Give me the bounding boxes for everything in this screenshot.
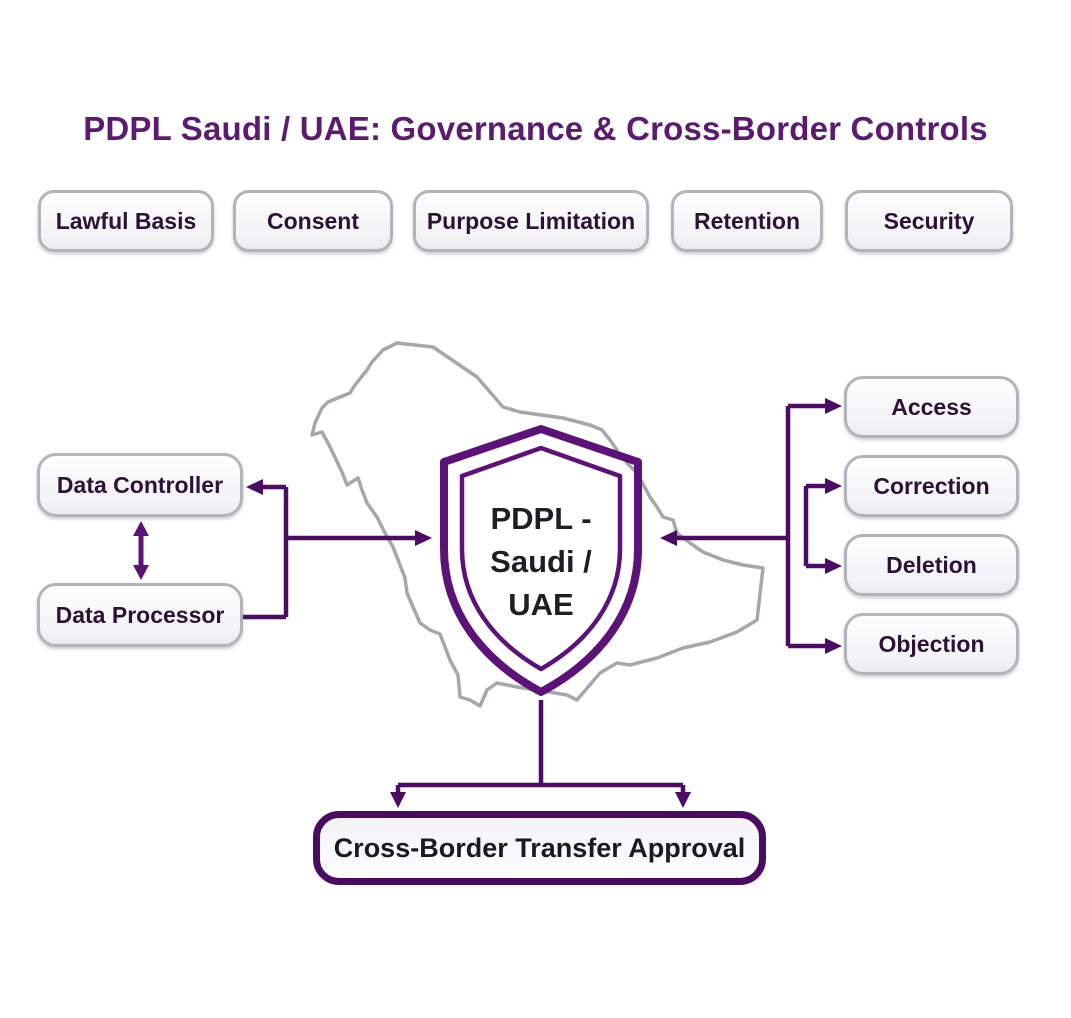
double-arrow-bottom-head-icon — [133, 565, 149, 580]
actor-label: Data Controller — [56, 471, 224, 498]
cross-border-transfer-approval-node: Cross-Border Transfer Approval — [313, 811, 766, 885]
diagram-title: PDPL Saudi / UAE: Governance & Cross-Bor… — [83, 110, 988, 147]
right-label: Objection — [878, 630, 985, 657]
shield-label-line3: UAE — [508, 587, 574, 622]
connector-arrowheads — [133, 398, 842, 808]
right-label: Access — [891, 393, 972, 420]
actor-node-data-controller: Data Controller — [37, 453, 243, 517]
principle-label: Retention — [693, 207, 801, 234]
arrowhead-into-controller-icon — [246, 479, 263, 495]
principle-node-security: Security — [845, 190, 1013, 252]
arrowhead-into-shield-left-icon — [415, 530, 432, 546]
arrowhead-into-objection-icon — [825, 638, 842, 654]
principle-node-consent: Consent — [233, 190, 393, 252]
right-node-correction: Correction — [844, 455, 1019, 517]
shield-inner-outline — [459, 445, 623, 672]
right-label: Correction — [873, 472, 990, 499]
arrowhead-bottom-right-icon — [675, 792, 691, 808]
shield-outer-outline — [440, 425, 642, 696]
right-node-objection: Objection — [844, 613, 1019, 675]
arrowhead-into-shield-right-icon — [660, 530, 677, 546]
principle-label: Security — [883, 207, 975, 234]
principle-node-retention: Retention — [671, 190, 823, 252]
principle-label: Lawful Basis — [55, 207, 197, 234]
principle-node-lawful-basis: Lawful Basis — [38, 190, 214, 252]
arrowhead-into-access-icon — [825, 398, 842, 414]
cross-border-label: Cross-Border Transfer Approval — [333, 832, 746, 863]
arrowhead-bottom-left-icon — [390, 792, 406, 808]
shield-label-line2: Saudi / — [490, 544, 592, 579]
arrowhead-into-deletion-icon — [825, 558, 842, 574]
actor-node-data-processor: Data Processor — [37, 583, 243, 647]
principle-label: Purpose Limitation — [426, 207, 636, 234]
principle-node-purpose-limitation: Purpose Limitation — [413, 190, 649, 252]
right-label: Deletion — [886, 551, 977, 578]
right-node-deletion: Deletion — [844, 534, 1019, 596]
shield-label-line1: PDPL - — [490, 501, 592, 536]
double-arrow-top-head-icon — [133, 521, 149, 536]
arrowhead-into-correction-icon — [825, 478, 842, 494]
right-node-access: Access — [844, 376, 1019, 438]
principle-label: Consent — [267, 207, 359, 234]
shield-icon — [440, 425, 642, 696]
actor-label: Data Processor — [55, 601, 225, 628]
shield-label: PDPL - Saudi / UAE — [441, 497, 641, 626]
connector-lines — [138, 403, 828, 796]
